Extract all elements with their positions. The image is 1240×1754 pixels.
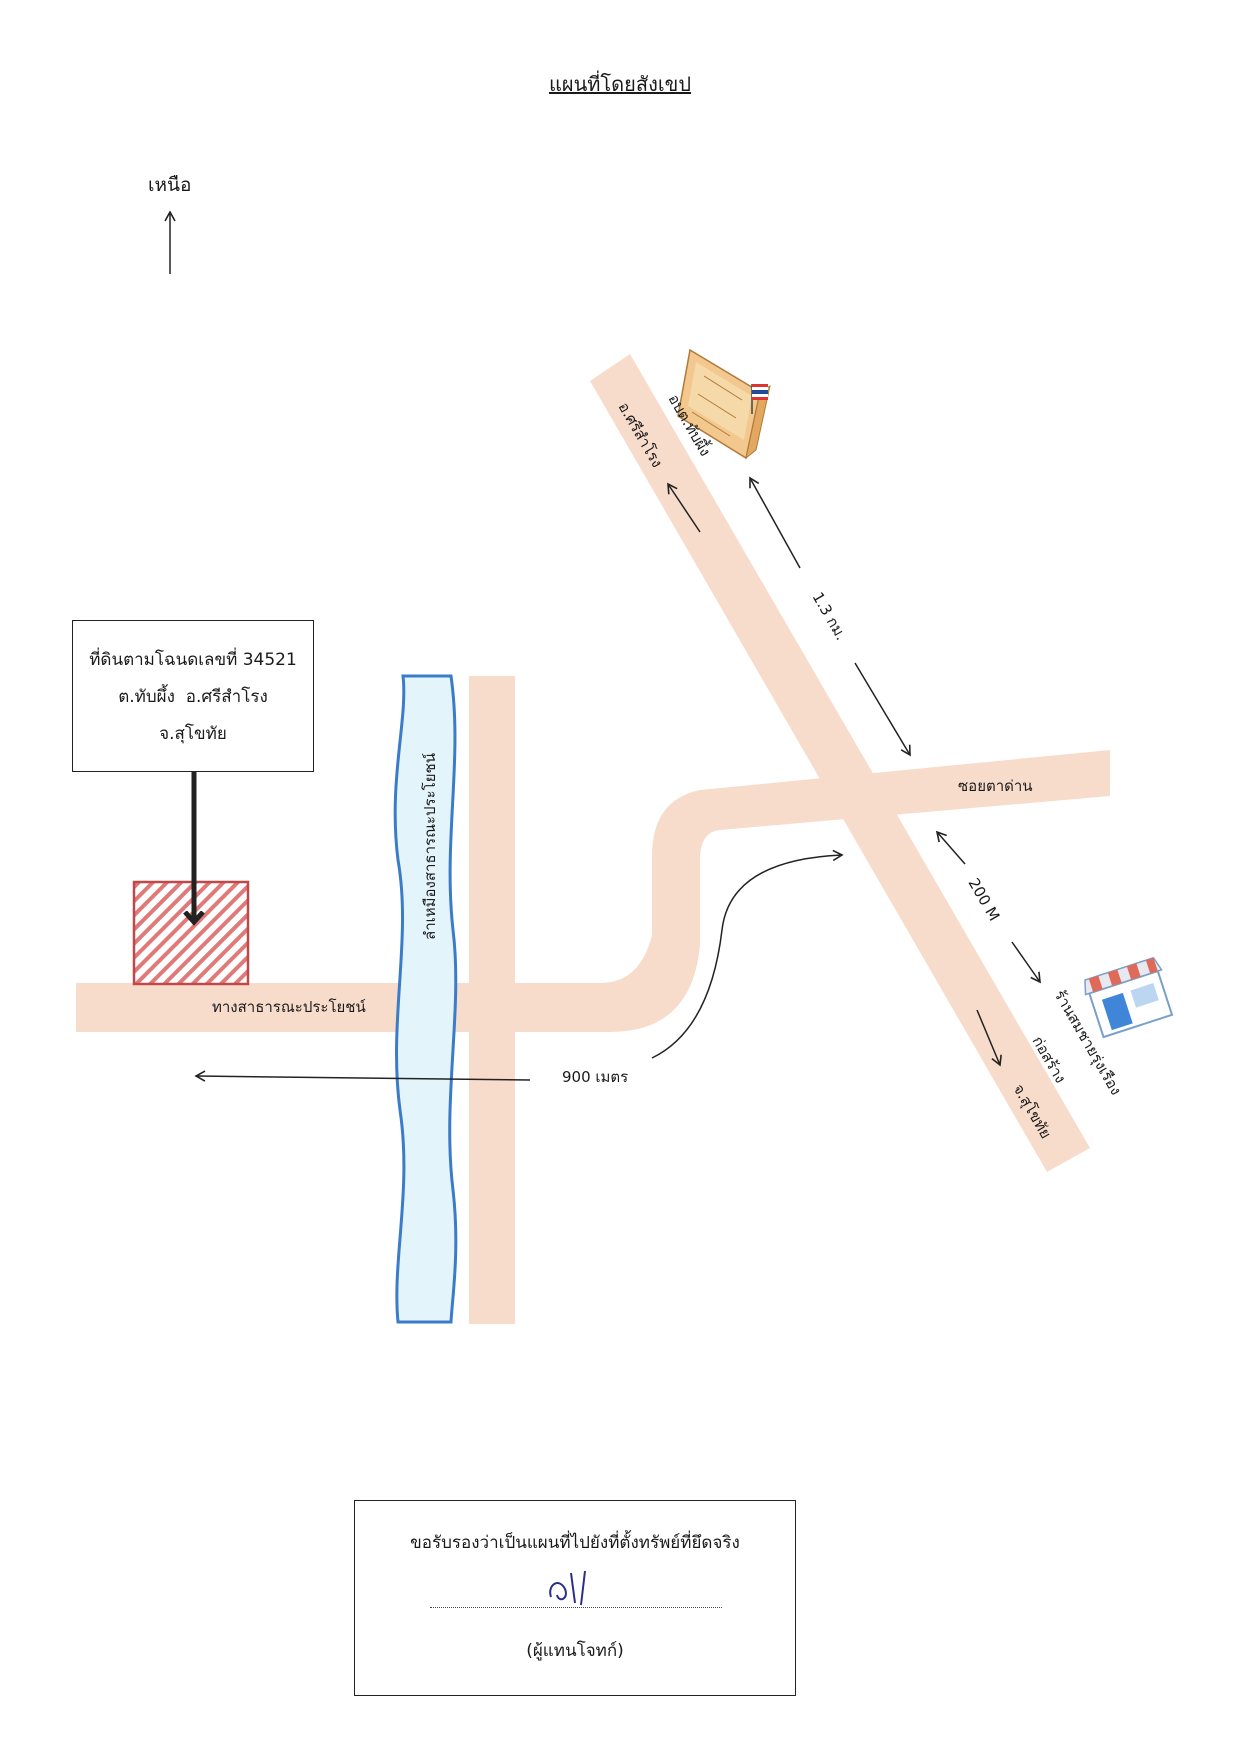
signature-mark	[549, 1570, 586, 1606]
route-curve-arrow	[651, 849, 844, 1059]
parcel-distance-label: 900 เมตร	[562, 1068, 628, 1086]
north-label: เหนือ	[148, 174, 192, 196]
district-direction-arrow	[667, 482, 701, 533]
certification-box: ขอรับรองว่าเป็นแผนที่ไปยังที่ตั้งทรัพย์ท…	[354, 1500, 796, 1696]
parcel-subdistrict-line: ต.ทับผึ้ง อ.ศรีสำโรง	[118, 686, 268, 707]
canal	[393, 674, 458, 1324]
parcel-distance-arrow	[194, 1070, 531, 1082]
parcel-label-box: ที่ดินตามโฉนดเลขที่ 34521 ต.ทับผึ้ง อ.ศร…	[72, 620, 314, 772]
thai-flag-icon	[751, 384, 768, 414]
signature-line	[430, 1607, 722, 1608]
public-road-label: ทางสาธารณะประโยชน์	[212, 998, 366, 1016]
office-distance-label: 1.3 กม.	[809, 589, 851, 643]
shop-distance-arrow-lower	[1011, 941, 1041, 984]
page-title: แผนที่โดยสังเขป	[548, 72, 692, 96]
public-road	[76, 750, 1110, 1032]
parcel-deed-line: ที่ดินตามโฉนดเลขที่ 34521	[89, 649, 297, 670]
land-parcel	[132, 880, 250, 986]
office-building-icon	[677, 348, 771, 460]
parcel-province-line: จ.สุโขทัย	[159, 723, 227, 744]
certification-text: ขอรับรองว่าเป็นแผนที่ไปยังที่ตั้งทรัพย์ท…	[410, 1533, 740, 1553]
main-road	[590, 354, 1090, 1172]
office-distance-arrow-upper	[749, 476, 801, 569]
canal-label: ลำเหมืองสาธารณะประโยชน์	[421, 753, 439, 940]
road-network	[76, 354, 1110, 1324]
shop-icon	[1084, 956, 1174, 1039]
shop-distance-label: 200 M	[965, 875, 1004, 924]
province-direction-arrow	[976, 1009, 1002, 1067]
soi-road-label: ซอยตาด่าน	[958, 777, 1033, 795]
shop-distance-arrow-upper	[935, 830, 966, 865]
certification-role: (ผู้แทนโจทก์)	[526, 1641, 624, 1661]
office-distance-arrow-lower	[854, 662, 911, 757]
